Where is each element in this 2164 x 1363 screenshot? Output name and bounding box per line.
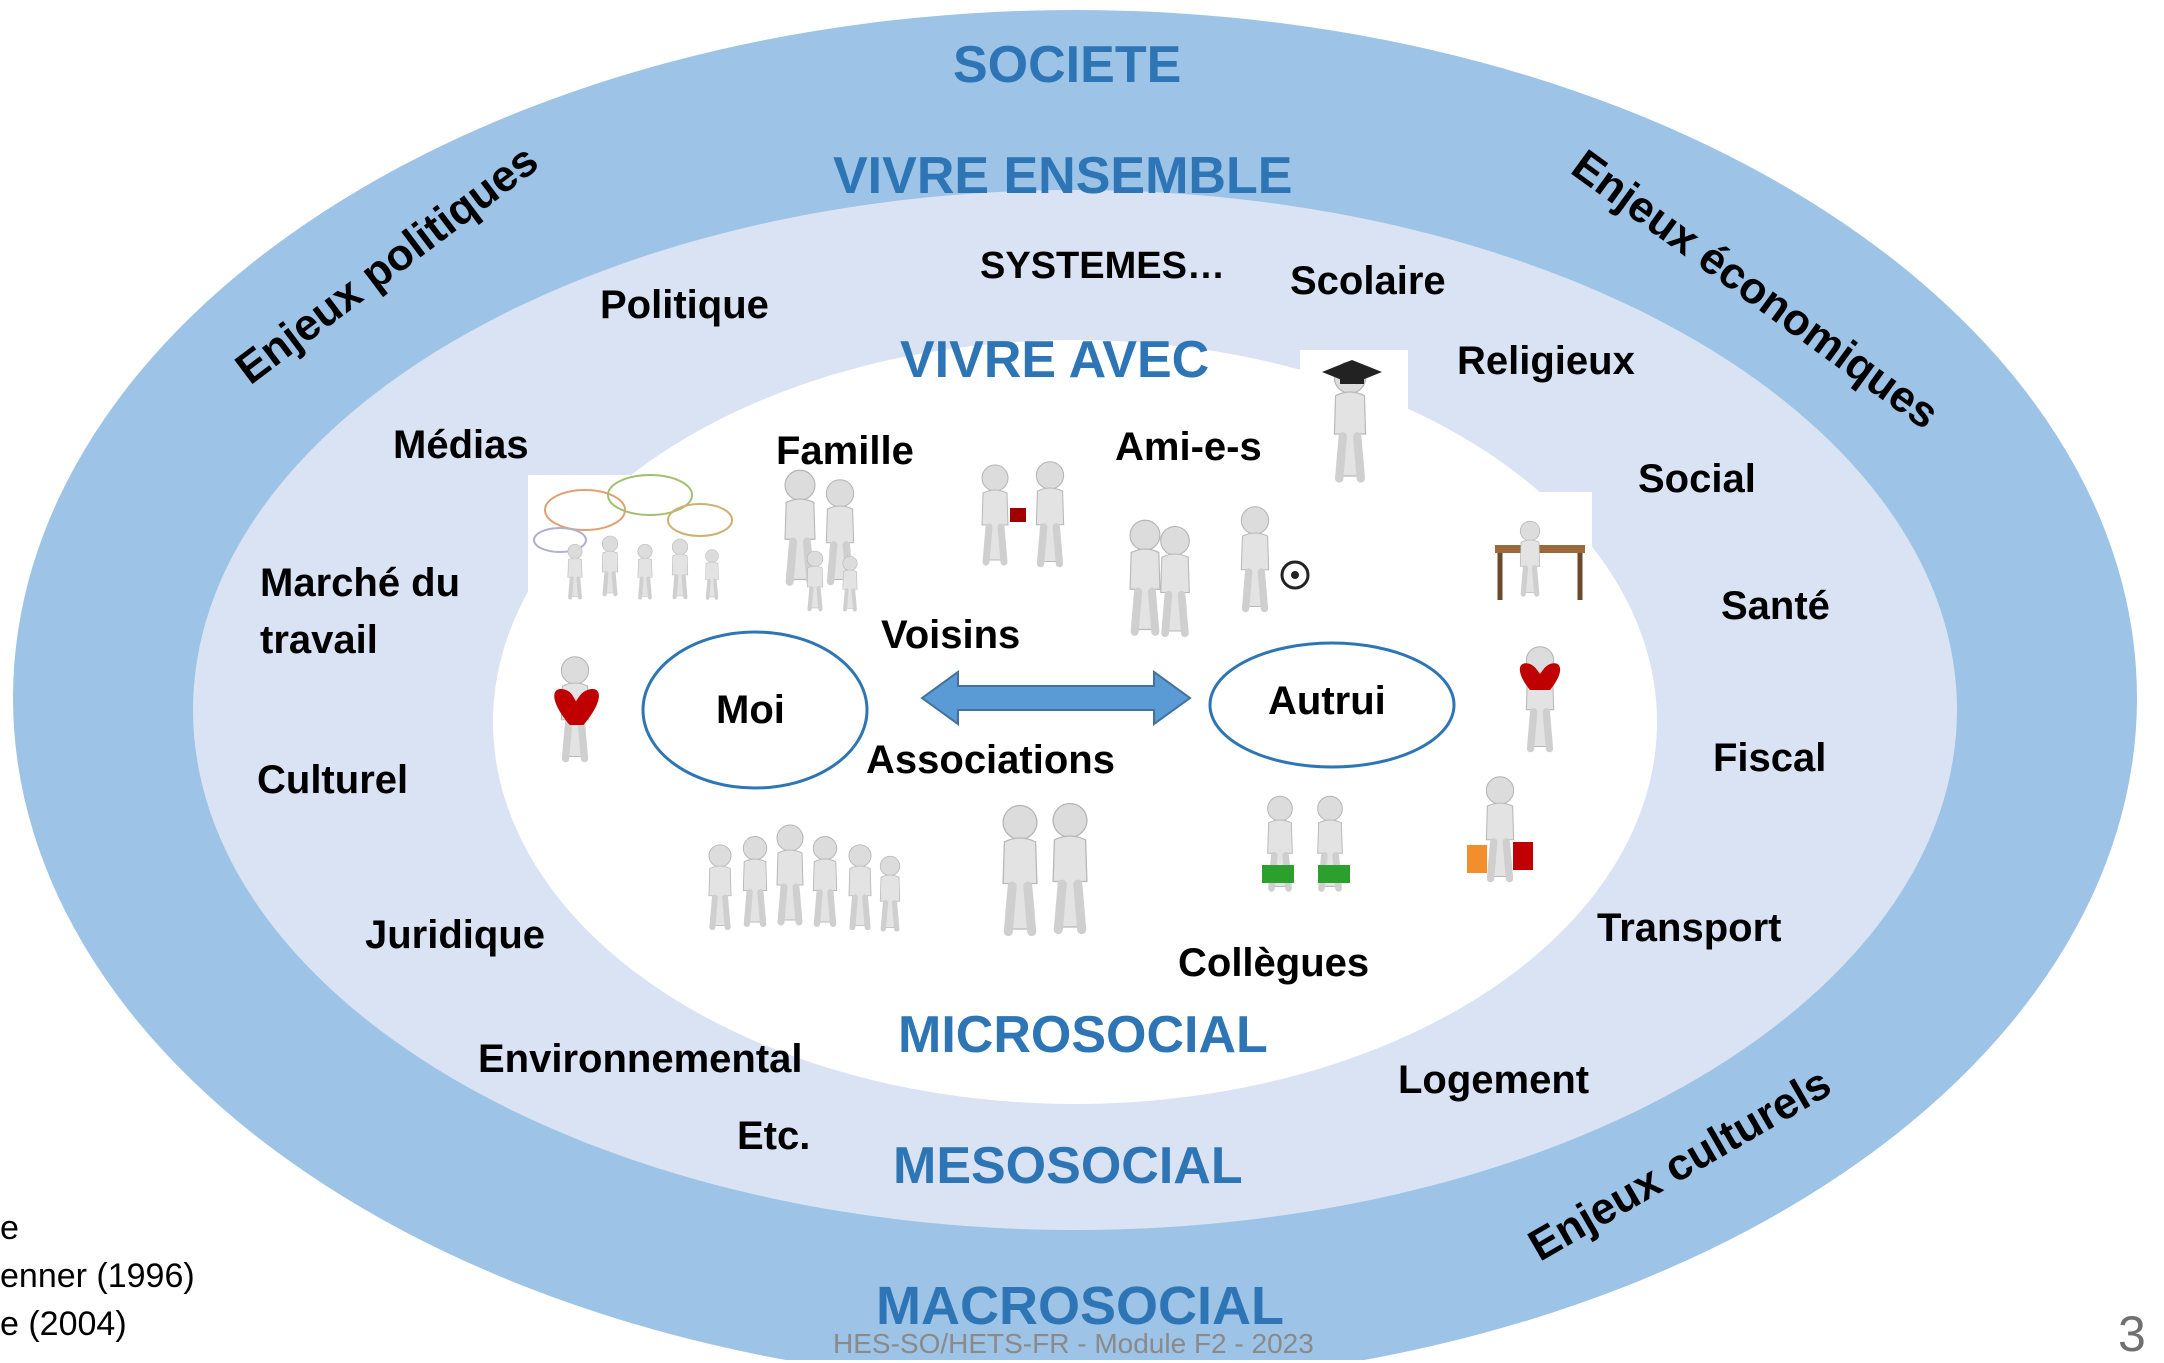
heart-holder-icon xyxy=(1519,647,1561,749)
system-transport: Transport xyxy=(1597,906,1782,950)
system-religieux: Religieux xyxy=(1457,339,1635,383)
system-etc: Etc. xyxy=(737,1114,811,1158)
system-medias: Médias xyxy=(393,423,529,467)
group-talk-icon xyxy=(528,474,738,615)
graduate-icon xyxy=(1300,350,1408,490)
desk-worker-icon xyxy=(1478,492,1592,610)
microsocial-label: MICROSOCIAL xyxy=(898,1006,1268,1064)
autrui-label: Autrui xyxy=(1268,679,1386,723)
mesosocial-label: MESOSOCIAL xyxy=(893,1137,1243,1195)
famille-label: Famille xyxy=(776,429,914,473)
collegues-label: Collègues xyxy=(1178,941,1370,985)
footer-text: HES-SO/HETS-FR - Module F2 - 2023 xyxy=(833,1328,1314,1359)
reference-line-2: enner (1996) xyxy=(0,1257,195,1295)
system-environnemental: Environnemental xyxy=(478,1037,803,1081)
system-social: Social xyxy=(1638,457,1756,501)
system-fiscal: Fiscal xyxy=(1713,736,1827,780)
autrui-ellipse xyxy=(1208,641,1456,769)
societe-label: SOCIETE xyxy=(953,36,1182,94)
macrosocial-label: MACROSOCIAL xyxy=(876,1276,1284,1336)
gift-exchange-icon xyxy=(982,462,1064,564)
handshake-icon xyxy=(1262,796,1350,888)
moi-label: Moi xyxy=(716,688,785,732)
moi-ellipse xyxy=(641,630,869,790)
reference-line-3: e (2004) xyxy=(0,1305,127,1343)
football-icon xyxy=(1241,507,1310,609)
reference-line-1: e xyxy=(0,1209,19,1247)
systemes-header: SYSTEMES… xyxy=(980,245,1225,287)
vivre-ensemble-label: VIVRE ENSEMBLE xyxy=(833,147,1293,205)
system-logement: Logement xyxy=(1398,1058,1590,1102)
associations-label: Associations xyxy=(866,738,1115,782)
voisins-label: Voisins xyxy=(881,613,1021,657)
system-culturel: Culturel xyxy=(257,758,409,802)
heart-holder-icon xyxy=(554,657,599,759)
system-sante: Santé xyxy=(1721,584,1830,628)
vivre-avec-label: VIVRE AVEC xyxy=(900,331,1210,389)
double-arrow-icon xyxy=(920,670,1192,726)
shopping-icon xyxy=(1467,777,1533,879)
system-juridique: Juridique xyxy=(365,913,546,957)
system-politique: Politique xyxy=(600,283,769,327)
system-scolaire: Scolaire xyxy=(1290,259,1446,303)
amis-label: Ami-e-s xyxy=(1115,425,1262,469)
page-number: 3 xyxy=(2118,1306,2146,1362)
system-marche-du: Marché du xyxy=(260,561,461,605)
system-travail: travail xyxy=(260,618,378,662)
